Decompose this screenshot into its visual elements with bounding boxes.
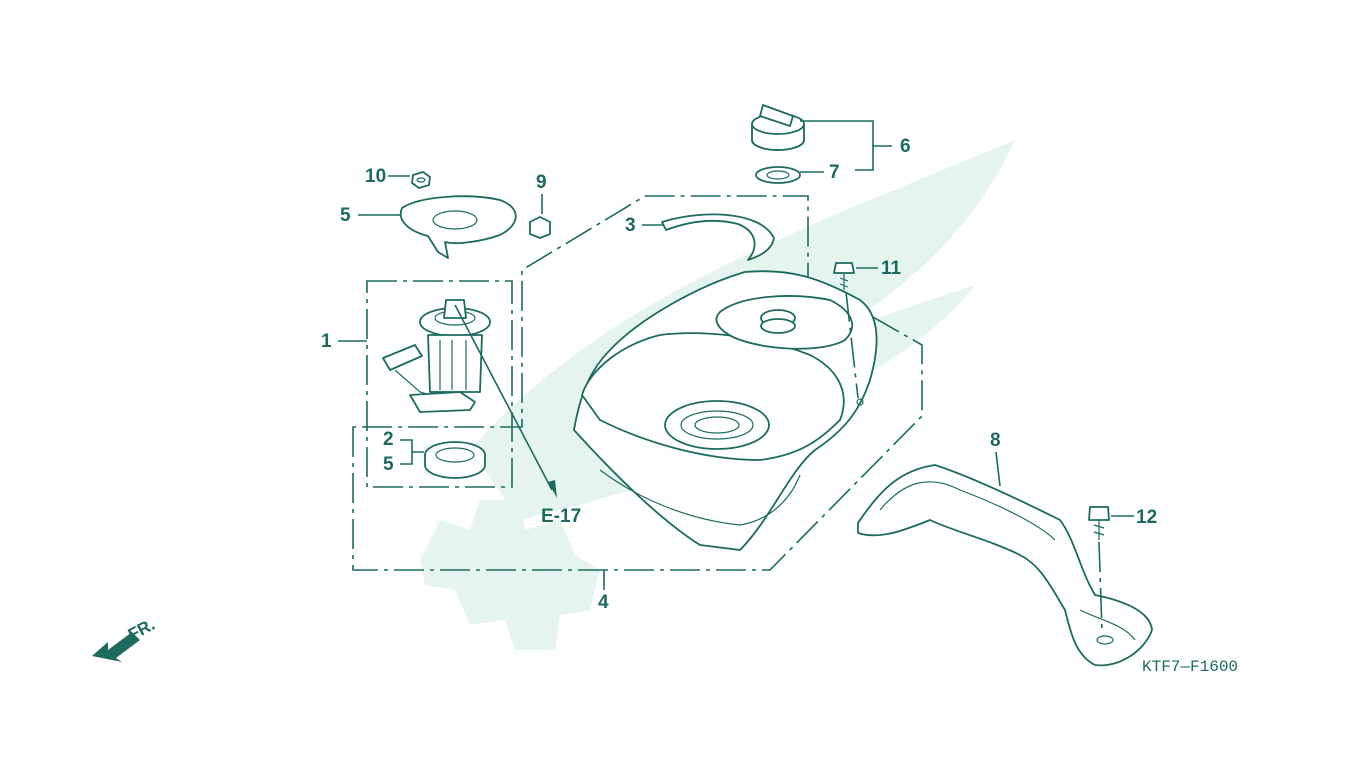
callout-10: 10 bbox=[365, 166, 387, 187]
fuel-tank bbox=[573, 270, 878, 551]
callout-11: 11 bbox=[881, 258, 902, 279]
clip-9 bbox=[529, 216, 551, 239]
pump-setting-plate bbox=[399, 195, 517, 259]
callout-6: 6 bbox=[900, 136, 911, 157]
callout-12: 12 bbox=[1136, 507, 1158, 528]
reference-arrow-line bbox=[454, 304, 553, 491]
diagram-code: KTF7—F1600 bbox=[1142, 658, 1239, 676]
callout-3: 3 bbox=[625, 215, 636, 236]
callout-7: 7 bbox=[829, 162, 840, 183]
cap-gasket bbox=[755, 166, 801, 184]
retaining-ring bbox=[661, 213, 775, 261]
reference-page-link[interactable]: E-17 bbox=[541, 506, 582, 527]
front-direction-arrow-icon bbox=[92, 632, 140, 662]
flange-nut-10 bbox=[411, 171, 431, 189]
reference-arrow-head bbox=[548, 480, 557, 498]
callout-5-packing: 5 bbox=[383, 454, 394, 475]
pump-packing bbox=[424, 441, 486, 479]
callout-leader-2-5 bbox=[400, 439, 424, 465]
pump-group-dashed-box bbox=[366, 280, 513, 488]
callout-4: 4 bbox=[598, 592, 609, 613]
fuel-pump-assembly bbox=[382, 299, 491, 413]
tank-bracket bbox=[857, 464, 1153, 667]
callout-5-setting-plate: 5 bbox=[340, 205, 351, 226]
bolt-12-axis bbox=[1098, 541, 1103, 633]
callout-9: 9 bbox=[536, 172, 547, 193]
callout-8: 8 bbox=[990, 430, 1001, 451]
bolt-11-axis bbox=[845, 291, 859, 399]
flange-bolt-12 bbox=[1088, 506, 1110, 540]
callout-1: 1 bbox=[321, 331, 332, 352]
callout-leader-6 bbox=[800, 120, 892, 171]
callout-2: 2 bbox=[383, 429, 394, 450]
callout-leader-8 bbox=[995, 451, 1001, 487]
fuel-filler-cap bbox=[751, 104, 805, 151]
flange-bolt-11 bbox=[833, 262, 855, 290]
